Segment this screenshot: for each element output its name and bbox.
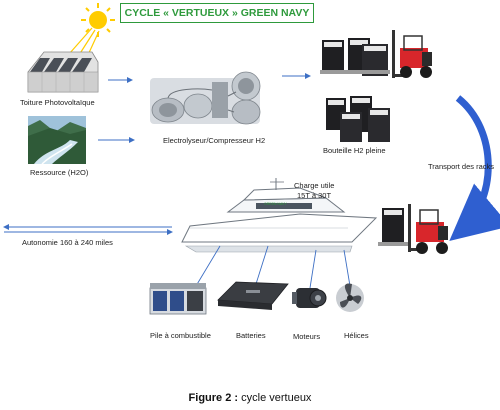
diagram-title: CYCLE « VERTUEUX » GREEN NAVY [120,3,314,23]
autonomy-label: Autonomie 160 à 240 miles [22,238,113,247]
figure-number: Figure 2 : [188,392,239,404]
autonomy-arrow [3,224,173,235]
forklift-bottom-icon [408,204,448,254]
water-resource-image [28,116,86,165]
motors-label: Moteurs [293,332,321,341]
batteries-label: Batteries [236,331,266,340]
water-resource-label: Ressource (H2O) [30,168,89,177]
solar-roof-image [27,51,99,93]
electrolyser-image [150,71,261,125]
figure-caption: Figure 2 : cycle vertueux [0,392,500,404]
boat-name: GREEN NAVY [264,202,287,206]
transport-label: Transport des racks [428,162,494,171]
forklift-top-icon [392,30,432,78]
hydrogen-racks-top-image [320,38,390,76]
hydrogen-racks-bottom-image [378,208,408,246]
propeller-image [336,283,364,312]
figure-caption-text: cycle vertueux [241,392,312,404]
flow-arrows [98,73,311,143]
sun-icon [81,3,115,37]
electrolyser-label: Electrolyseur/Compresseur H2 [163,136,266,145]
fuel-cell-label: Pile à combustible [150,331,211,340]
propellers-label: Hélices [344,331,369,340]
batteries-image [217,281,289,310]
fuel-cell-image [149,283,207,315]
component-connectors [195,245,351,289]
motor-image [292,288,327,308]
boat-image [181,178,378,253]
hydrogen-bottles-image [326,96,390,142]
solar-roof-label: Toiture Photovoltaïque [20,98,95,107]
payload-value: 15T à 30T [297,191,332,200]
hydrogen-bottle-label: Bouteille H2 pleine [323,146,386,155]
payload-label: Charge utile [294,181,335,190]
transport-arrow [449,95,500,242]
